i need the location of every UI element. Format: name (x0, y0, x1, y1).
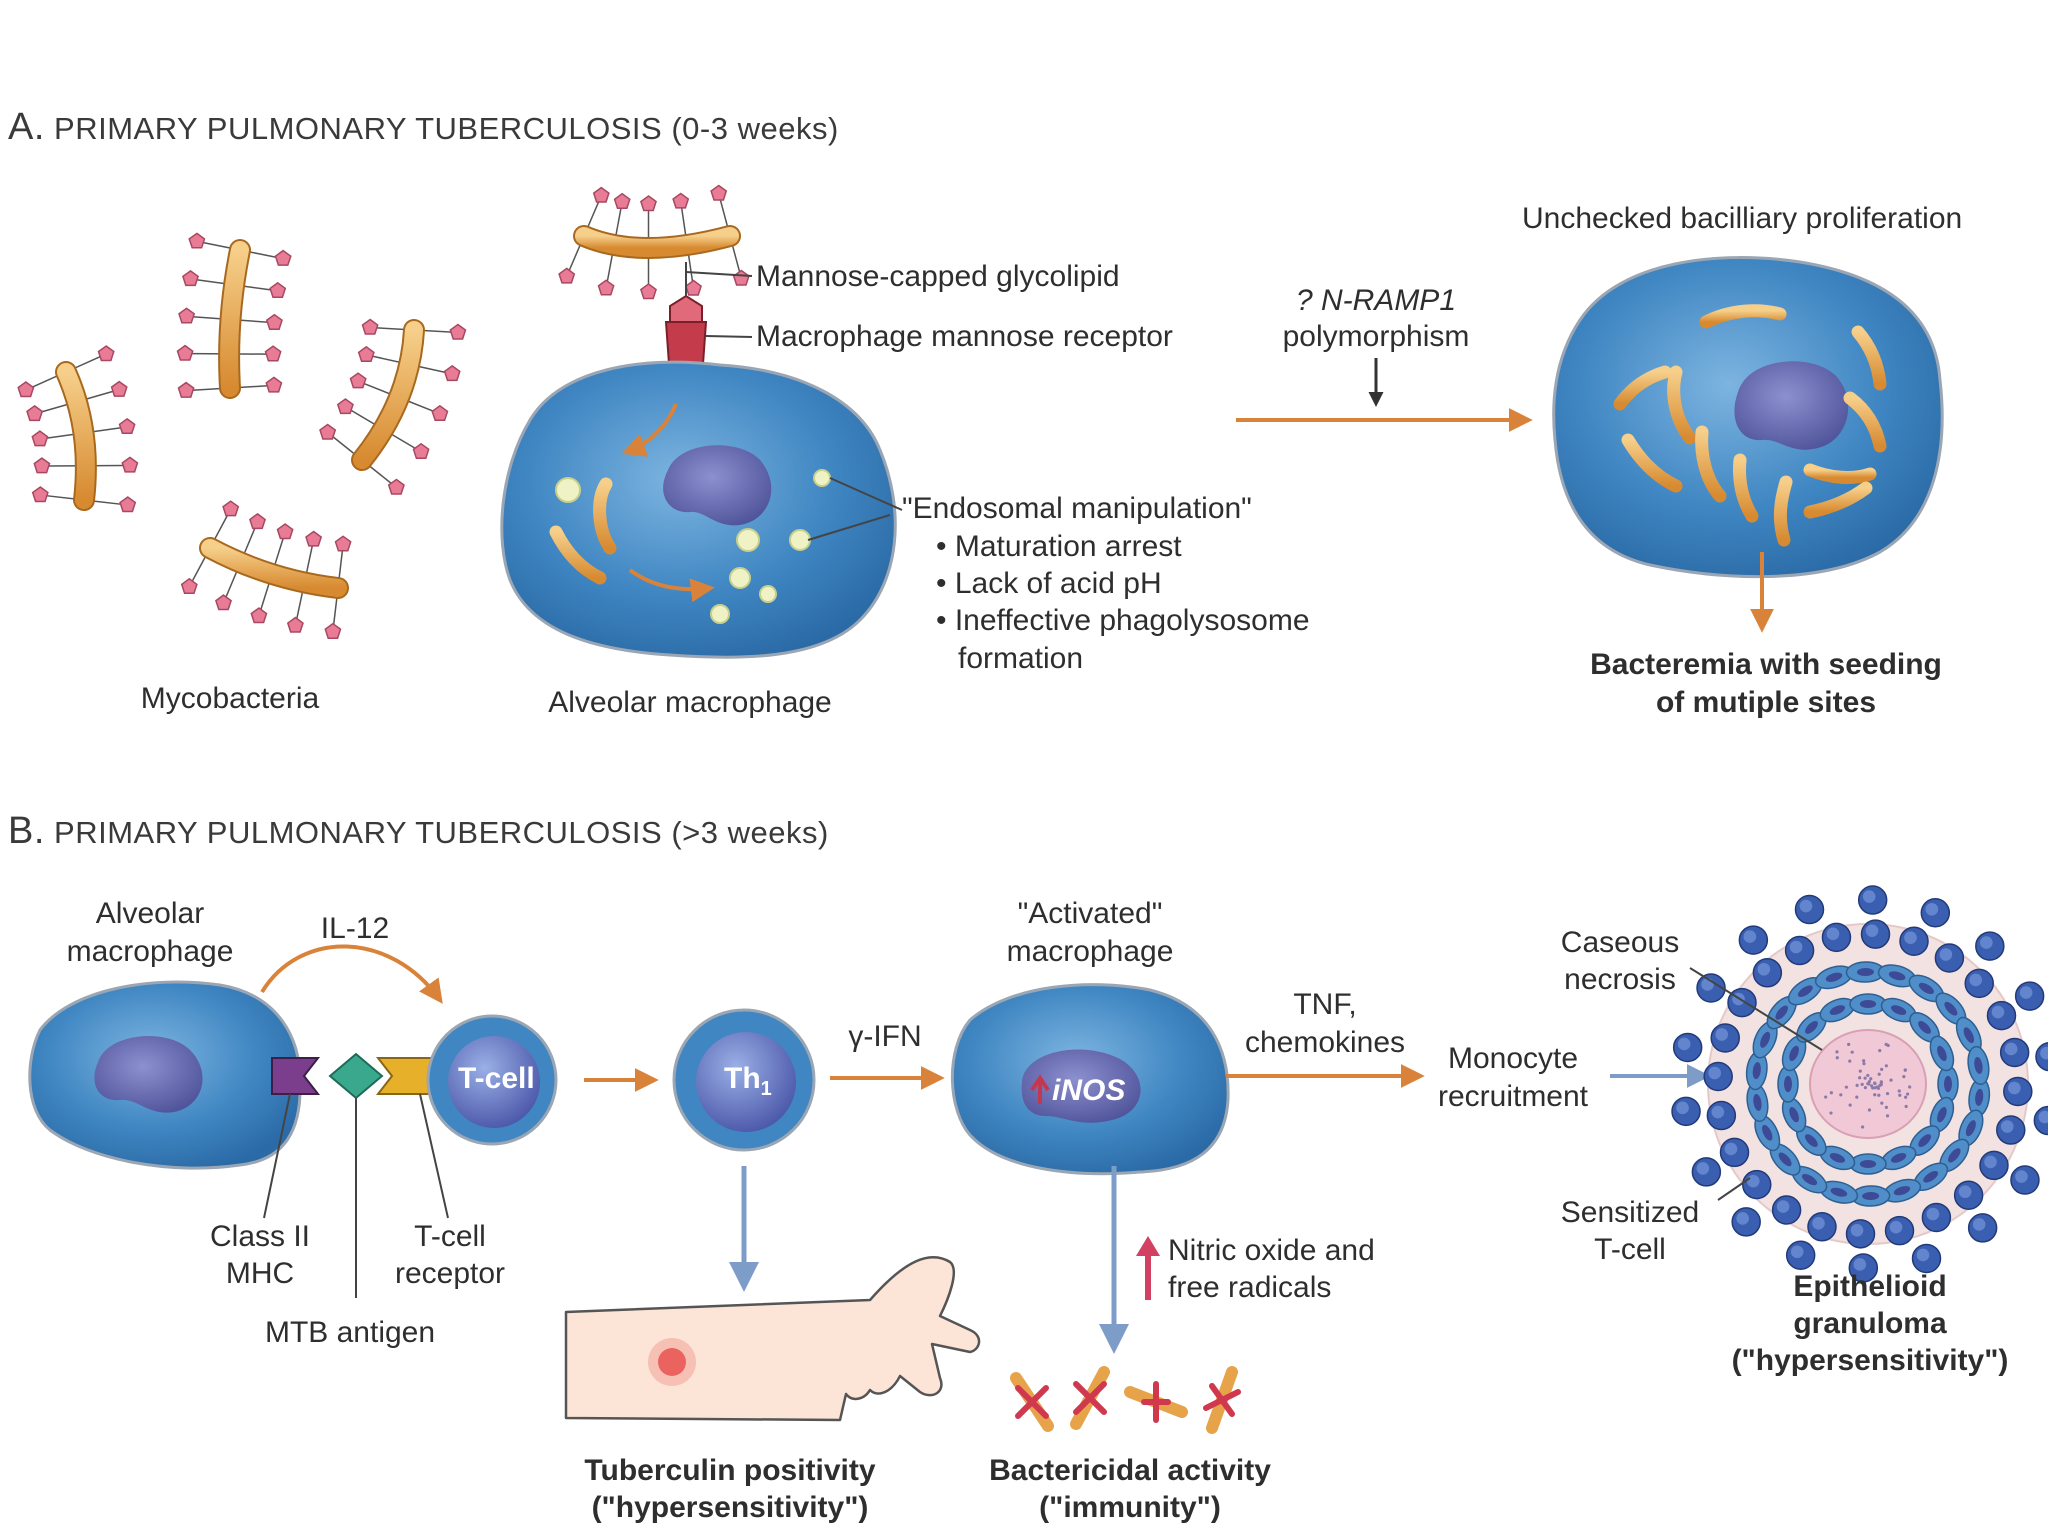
alveolar-macrophage-a-label: Alveolar macrophage (520, 684, 860, 722)
tuberculin-label-2: ("hypersensitivity") (540, 1489, 920, 1527)
nitric-label-2: free radicals (1168, 1269, 1331, 1307)
granuloma-label-3: ("hypersensitivity") (1700, 1342, 2040, 1380)
receptor-label: Macrophage mannose receptor (756, 318, 1173, 356)
endosomal-title: "Endosomal manipulation" (902, 490, 1252, 528)
th1-label: Th1 (724, 1062, 772, 1101)
endosomal-item-2: • Lack of acid pH (936, 565, 1162, 603)
mycobacteria-label: Mycobacteria (110, 680, 350, 718)
section-a-letter: A. (8, 106, 45, 148)
th1-main: Th (724, 1062, 761, 1095)
forearm-hand-icon (566, 1257, 979, 1420)
section-a-title-text: PRIMARY PULMONARY TUBERCULOSIS (0-3 week… (54, 111, 839, 146)
mtb-antigen-label: MTB antigen (240, 1314, 460, 1352)
sensitized-label-1: Sensitized (1540, 1194, 1720, 1232)
arrow-to-proliferation (1236, 358, 1528, 420)
tnf-label-2: chemokines (1220, 1024, 1430, 1062)
alveolar-b-label-2: macrophage (40, 933, 260, 971)
inos-label: iNOS (1052, 1074, 1125, 1108)
endosomal-item-3: • Ineffective phagolysosome (936, 602, 1310, 640)
sensitized-label-2: T-cell (1540, 1231, 1720, 1269)
nramp-label-1: ? N-RAMP1 (1276, 282, 1476, 320)
tcr-label-1: T-cell (380, 1218, 520, 1256)
epithelioid-granuloma (1672, 886, 2048, 1282)
proliferation-label: Unchecked bacilliary proliferation (1522, 200, 1962, 238)
tcell-label: T-cell (458, 1062, 535, 1096)
activated-label-1: "Activated" (980, 895, 1200, 933)
il12-label: IL-12 (300, 910, 410, 948)
tcr-label-2: receptor (380, 1255, 520, 1293)
endosomal-item-1: • Maturation arrest (936, 528, 1182, 566)
th1-sub: 1 (761, 1078, 772, 1100)
alveolar-b-label-1: Alveolar (40, 895, 260, 933)
glycolipid-label: Mannose-capped glycolipid (756, 258, 1120, 296)
section-a-title: A. PRIMARY PULMONARY TUBERCULOSIS (0-3 w… (8, 108, 839, 148)
nitric-label-1: Nitric oxide and (1168, 1232, 1375, 1270)
endosomal-item-4: formation (958, 640, 1083, 678)
bacteremia-label-1: Bacteremia with seeding (1526, 646, 2006, 684)
activated-label-2: macrophage (980, 933, 1200, 971)
mycobacteria-group (18, 233, 465, 638)
monocyte-label-1: Monocyte (1418, 1040, 1608, 1078)
caseous-label-1: Caseous (1540, 924, 1700, 962)
bacteremia-label-2: of mutiple sites (1526, 684, 2006, 722)
bactericidal-label-1: Bactericidal activity (960, 1452, 1300, 1490)
section-b-title: B. PRIMARY PULMONARY TUBERCULOSIS (>3 we… (8, 812, 829, 852)
mhc-label-1: Class II (190, 1218, 330, 1256)
mhc-tcr-complex (272, 1054, 436, 1098)
binding-bacterium (559, 186, 749, 299)
mycobacterium-icon (559, 186, 749, 299)
granuloma-label-2: granuloma (1700, 1305, 2040, 1343)
proliferating-macrophage (1554, 258, 1942, 628)
bactericidal-label-2: ("immunity") (960, 1489, 1300, 1527)
section-b-title-text: PRIMARY PULMONARY TUBERCULOSIS (>3 weeks… (54, 815, 829, 850)
alveolar-macrophage-b (30, 982, 300, 1168)
ifn-label: γ-IFN (830, 1018, 940, 1056)
nramp-label-2: polymorphism (1266, 318, 1486, 356)
section-b-letter: B. (8, 810, 45, 852)
il12-arrow (262, 946, 440, 1000)
increase-arrow-icon (1136, 1236, 1160, 1300)
mycobacterium-icon (320, 320, 466, 495)
killed-bacilli-icons (1016, 1372, 1238, 1428)
mhc-label-2: MHC (190, 1255, 330, 1293)
granuloma-label-1: Epithelioid (1700, 1268, 2040, 1306)
alveolar-macrophage-a (502, 362, 895, 657)
mycobacterium-icon (178, 233, 291, 397)
monocyte-label-2: recruitment (1418, 1078, 1608, 1116)
tnf-label-1: TNF, (1220, 986, 1430, 1024)
tuberculin-label-1: Tuberculin positivity (540, 1452, 920, 1490)
caseous-label-2: necrosis (1540, 961, 1700, 999)
mycobacterium-icon (182, 501, 351, 638)
mycobacterium-icon (18, 346, 137, 512)
